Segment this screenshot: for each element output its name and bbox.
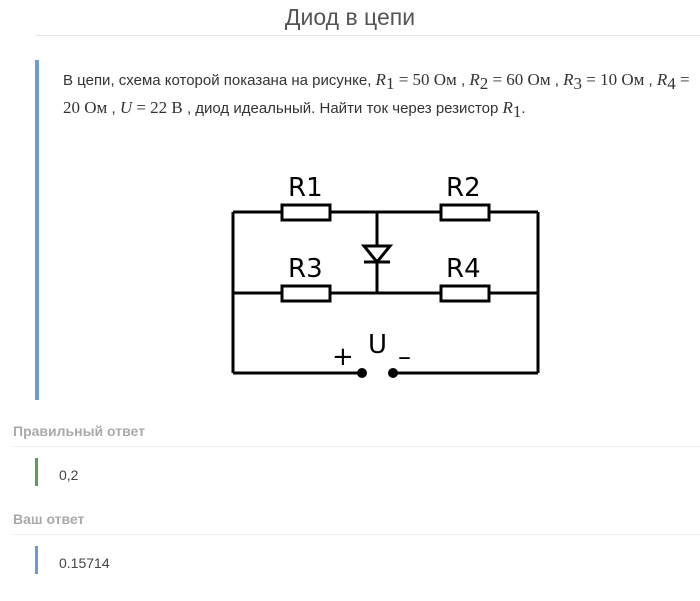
label-minus: – xyxy=(398,342,411,372)
correct-answer-bar xyxy=(35,458,38,486)
your-answer-bar xyxy=(35,546,38,574)
resistor-r2 xyxy=(439,203,491,222)
divider xyxy=(35,35,700,36)
wires xyxy=(231,210,540,375)
task-block: В цепи, схема которой показана на рисунк… xyxy=(35,60,700,400)
var: U xyxy=(119,98,133,117)
sub: 1 xyxy=(385,74,395,93)
value: = 50 Ом xyxy=(394,70,457,89)
var: R xyxy=(502,98,513,117)
resistor-r4 xyxy=(439,284,491,303)
label-r1: R1 xyxy=(288,173,323,203)
var: R xyxy=(375,70,386,89)
divider xyxy=(13,534,700,535)
sub: 3 xyxy=(573,74,583,93)
label-r2: R2 xyxy=(446,173,481,203)
label-plus: + xyxy=(332,342,354,372)
value: = 60 Ом xyxy=(488,70,551,89)
sub: 1 xyxy=(512,102,522,121)
divider xyxy=(13,446,700,447)
task-text-part: резистор xyxy=(435,100,503,117)
terminal-minus xyxy=(388,368,398,378)
var: R xyxy=(656,70,668,89)
label-r4: R4 xyxy=(446,254,481,284)
label-r3: R3 xyxy=(288,254,323,284)
your-answer-label: Ваш ответ xyxy=(13,511,85,527)
task-text-part: , диод идеальный. Найти ток через xyxy=(182,100,432,117)
diode-icon xyxy=(360,244,394,265)
task-text: В цепи, схема которой показана на рисунк… xyxy=(63,70,690,121)
circuit-diagram: R1 R2 R3 R4 + U – xyxy=(231,173,540,378)
value: = 20 Ом xyxy=(63,70,690,117)
sub: 2 xyxy=(479,74,489,93)
resistor-r1 xyxy=(280,203,332,222)
value: = 22 В xyxy=(132,98,183,117)
var: R xyxy=(469,70,480,89)
label-u: U xyxy=(368,330,387,360)
your-answer-value: 0.15714 xyxy=(59,555,110,571)
sub: 4 xyxy=(667,74,676,93)
task-text-part: В цепи, схема которой показана на рисунк… xyxy=(63,72,376,89)
correct-answer-label: Правильный ответ xyxy=(13,423,145,439)
value: = 10 Ом xyxy=(582,70,645,89)
resistor-r3 xyxy=(280,284,332,303)
page-title: Диод в цепи xyxy=(284,4,416,30)
terminal-plus xyxy=(357,368,367,378)
var: R xyxy=(563,70,574,89)
correct-answer-value: 0,2 xyxy=(59,467,79,483)
